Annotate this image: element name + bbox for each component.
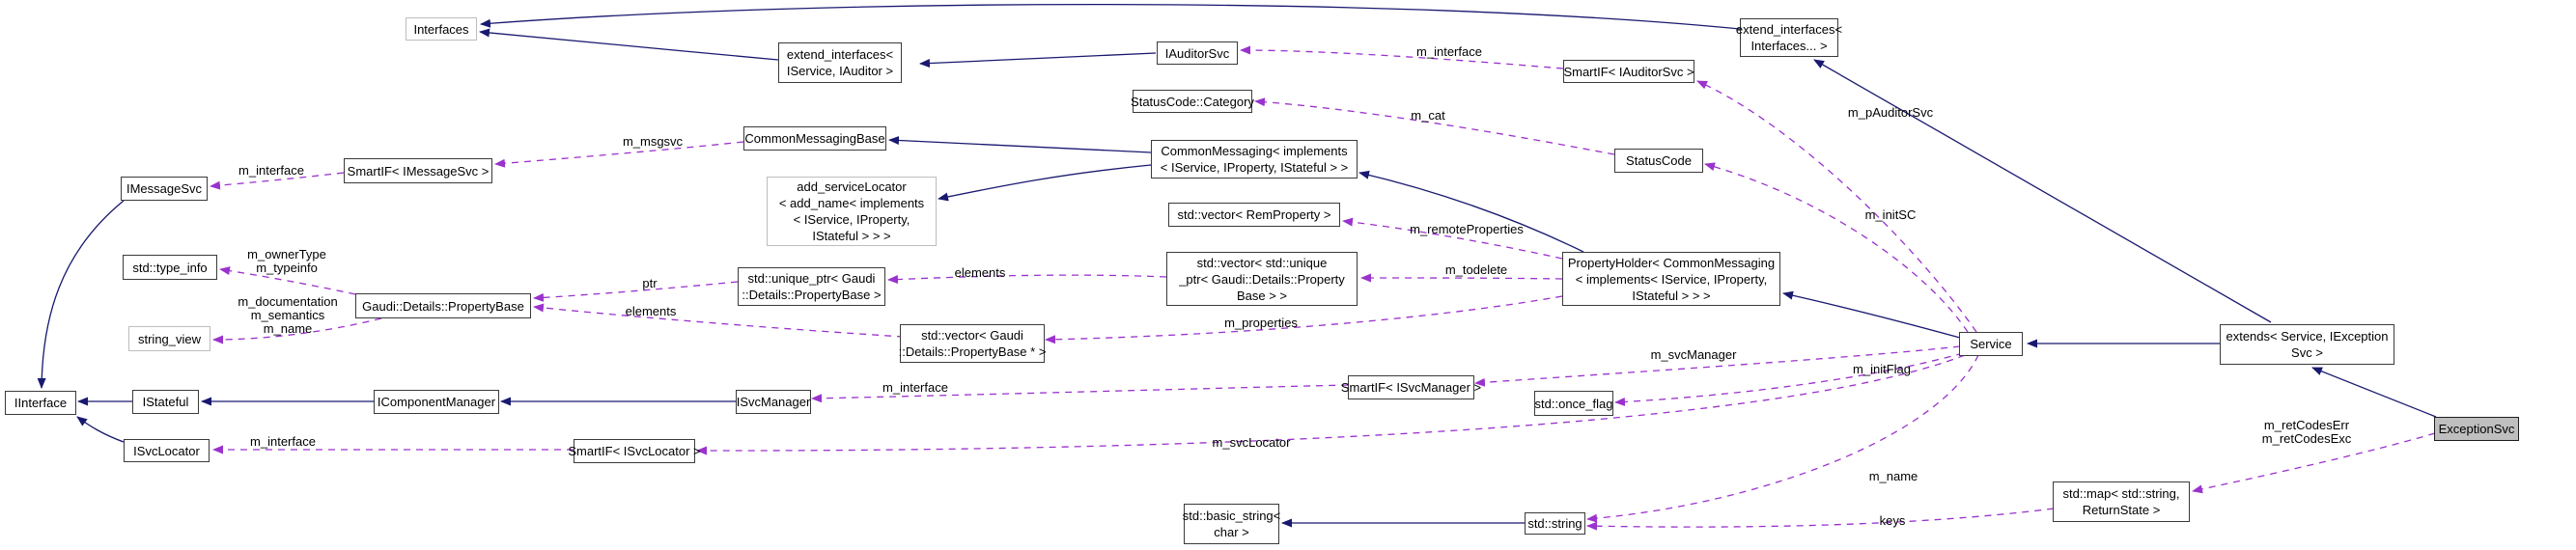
edge-exceptionsvc-m-retcodes <box>2192 432 2436 494</box>
node-vector-remproperty[interactable]: std::vector< RemProperty > <box>1168 203 1340 227</box>
edge-iauditorsvc-to-extendif <box>919 52 1157 69</box>
node-isvclocator[interactable]: ISvcLocator <box>124 439 210 462</box>
edge-commonmessagingbase-m-msgsvc <box>494 141 744 168</box>
edge-propertybase-m-typeinfo <box>219 266 356 295</box>
edge-label-m-svclocator: m_svcLocator <box>1212 435 1291 450</box>
node-service[interactable]: Service <box>1959 332 2023 356</box>
edge-label-keys: keys <box>1879 513 1906 528</box>
edge-service-m-initsc <box>1704 162 1969 333</box>
edge-label-m-interface-imessagesvc: m_interface <box>238 163 304 178</box>
edge-label-m-retcodeserr-exc: m_retCodesErr m_retCodesExc <box>2261 418 2352 446</box>
edge-service-m-name <box>1586 354 1979 523</box>
node-string-view: string_view <box>128 326 210 351</box>
edge-label-m-remoteproperties: m_remoteProperties <box>1410 222 1524 236</box>
edge-label-m-initsc: m_initSC <box>1864 207 1917 222</box>
edge-label-m-svcmanager: m_svcManager <box>1650 347 1737 362</box>
edge-smartif-imessagesvc-m-interface <box>210 172 345 190</box>
edge-label-m-pauditorsvc: m_pAuditorSvc <box>1847 105 1934 120</box>
edge-label-m-interface-iauditorsvc: m_interface <box>1416 44 1482 59</box>
edge-map-keys <box>1586 508 2055 531</box>
node-std-type-info[interactable]: std::type_info <box>123 255 217 280</box>
edge-label-m-interface-isvclocator: m_interface <box>250 434 316 449</box>
node-statuscode-category[interactable]: StatusCode::Category <box>1131 90 1254 113</box>
node-propertyholder[interactable]: PropertyHolder< CommonMessaging < implem… <box>1562 252 1780 306</box>
node-std-basic-string-char[interactable]: std::basic_string< char > <box>1183 504 1280 544</box>
node-vector-unique-ptr-propertybase[interactable]: std::vector< std::unique _ptr< Gaudi::De… <box>1166 252 1358 306</box>
node-extend-interfaces-variadic[interactable]: extend_interfaces< Interfaces... > <box>1736 18 1842 57</box>
edge-imessagesvc-to-iinterface <box>37 200 125 389</box>
edge-smartif-isvcmanager-m-interface <box>811 384 1349 403</box>
node-smartif-isvcmanager[interactable]: SmartIF< ISvcManager > <box>1341 375 1481 399</box>
node-vector-propertybase-ptr[interactable]: std::vector< Gaudi ::Details::PropertyBa… <box>899 324 1046 363</box>
edge-statuscode-m-cat <box>1254 97 1615 155</box>
edge-service-m-svclocator <box>696 354 1966 455</box>
edge-commonmessaging-to-addservicelocator <box>938 164 1152 202</box>
node-imessagesvc[interactable]: IMessageSvc <box>121 177 208 201</box>
edge-vectoruniqueptr-elements <box>887 274 1167 285</box>
edge-label-m-properties: m_properties <box>1224 316 1298 330</box>
edge-exceptionsvc-to-extends <box>2311 367 2437 418</box>
node-std-string[interactable]: std::string <box>1525 512 1585 535</box>
edge-service-to-propertyholder <box>1782 290 1961 339</box>
edge-vectorpbptr-elements <box>533 303 905 338</box>
edge-extendif-svcauditor-to-interfaces <box>479 28 779 61</box>
edge-propertyholder-m-properties <box>1045 295 1563 344</box>
node-extends-service-iexceptionsvc[interactable]: extends< Service, IException Svc > <box>2220 324 2394 365</box>
node-exceptionsvc: ExceptionSvc <box>2434 417 2519 441</box>
edge-service-m-initflag <box>1614 352 1964 406</box>
edge-label-ptr: ptr <box>642 276 658 290</box>
node-commonmessaging[interactable]: CommonMessaging< implements < IService, … <box>1151 140 1358 179</box>
node-commonmessagingbase[interactable]: CommonMessagingBase <box>743 126 886 151</box>
edge-uniqueptr-ptr <box>533 281 739 302</box>
node-std-once-flag[interactable]: std::once_flag <box>1534 391 1613 416</box>
node-interfaces: Interfaces <box>406 17 477 41</box>
node-unique-ptr-propertybase[interactable]: std::unique_ptr< Gaudi ::Details::Proper… <box>738 267 885 306</box>
node-statuscode[interactable]: StatusCode <box>1614 149 1703 173</box>
edge-label-m-documentation-semantics-name: m_documentation m_semantics m_name <box>238 294 338 336</box>
node-istateful[interactable]: IStateful <box>132 390 199 414</box>
edge-label-elements-vector: elements <box>625 304 677 318</box>
edge-propertybase-m-name <box>212 317 382 344</box>
edge-label-m-msgsvc: m_msgsvc <box>622 134 684 149</box>
edge-smartif-iauditorsvc-m-interface <box>1240 45 1564 69</box>
edge-propertyholder-m-remoteproperties <box>1342 217 1563 260</box>
edge-extendif-variadic-to-interfaces <box>480 3 1741 30</box>
node-icomponentmanager[interactable]: IComponentManager <box>374 390 499 414</box>
edge-extends-to-extendif-variadic <box>1813 59 2272 323</box>
edge-label-m-cat: m_cat <box>1411 108 1445 123</box>
edge-label-m-name: m_name <box>1868 469 1918 483</box>
edge-service-m-svcmanager <box>1474 345 1961 387</box>
node-iinterface[interactable]: IInterface <box>5 391 76 415</box>
edge-isvclocator-to-iinterface <box>76 416 125 443</box>
edge-propertyholder-m-todelete <box>1360 273 1563 283</box>
edge-label-m-todelete: m_todelete <box>1444 262 1508 277</box>
edge-label-m-interface-isvcmanager: m_interface <box>882 380 948 395</box>
node-gaudi-details-propertybase[interactable]: Gaudi::Details::PropertyBase <box>355 293 531 318</box>
edge-service-m-pauditorsvc <box>1696 80 1977 333</box>
edge-commonmessaging-to-base <box>888 136 1152 153</box>
node-smartif-iauditorsvc[interactable]: SmartIF< IAuditorSvc > <box>1563 60 1694 83</box>
node-smartif-imessagesvc[interactable]: SmartIF< IMessageSvc > <box>344 158 492 183</box>
node-extend-interfaces-iservice-iauditor[interactable]: extend_interfaces< IService, IAuditor > <box>778 42 902 83</box>
edge-label-m-initflag: m_initFlag <box>1853 362 1911 376</box>
node-iauditorsvc[interactable]: IAuditorSvc <box>1157 41 1238 65</box>
edge-label-elements-uniqueptr: elements <box>954 265 1006 280</box>
edge-label-m-ownertype-m-typeinfo: m_ownerType m_typeinfo <box>247 247 326 275</box>
edge-propertyholder-to-commonmessaging <box>1358 170 1584 253</box>
node-std-map-returnstate[interactable]: std::map< std::string, ReturnState > <box>2053 481 2190 522</box>
node-add-servicelocator: add_serviceLocator < add_name< implement… <box>767 177 937 246</box>
node-isvcmanager[interactable]: ISvcManager <box>736 390 811 414</box>
node-smartif-isvclocator[interactable]: SmartIF< ISvcLocator > <box>568 439 701 463</box>
